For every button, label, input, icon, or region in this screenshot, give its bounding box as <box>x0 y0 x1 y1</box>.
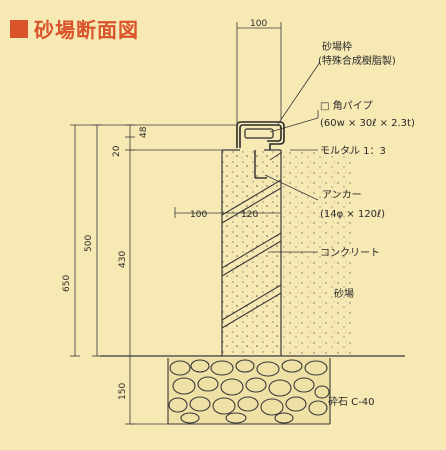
label-sand: 砂場 <box>334 287 354 300</box>
dim-48: 48 <box>139 126 149 138</box>
dim-h120: 120 <box>241 210 258 220</box>
anchor <box>254 150 267 179</box>
label-mortar: モルタル 1：3 <box>320 145 386 157</box>
dim-650: 650 <box>62 275 72 292</box>
dim-500: 500 <box>84 235 94 252</box>
label-pipe-spec: (60w × 30ℓ × 2.3t) <box>320 118 415 129</box>
label-pipe: □ 角パイプ <box>320 100 373 112</box>
label-frame-note: (特殊合成樹脂製) <box>318 54 396 67</box>
label-gravel: 砕石 C-40 <box>328 396 375 408</box>
square-pipe <box>244 128 274 139</box>
leader-lines <box>264 61 321 253</box>
dim-150: 150 <box>118 383 128 400</box>
dim-430: 430 <box>118 251 128 268</box>
dimension-lines <box>70 22 282 425</box>
gravel-base <box>167 358 331 425</box>
dim-top-width: 100 <box>250 19 267 29</box>
dim-h100: 100 <box>190 210 207 220</box>
label-frame: 砂場枠 <box>322 40 352 53</box>
title-square-icon <box>10 19 28 38</box>
label-concrete: コンクリート <box>320 247 380 259</box>
dim-20: 20 <box>112 145 122 157</box>
concrete-body <box>222 150 281 356</box>
page-title: 砂場断面図 <box>34 18 139 42</box>
concrete-footing <box>221 149 282 356</box>
sand-frame <box>236 121 285 150</box>
title-block: 砂場断面図 <box>10 14 139 43</box>
sand-area <box>281 150 351 356</box>
label-anchor: アンカー <box>322 189 362 201</box>
concrete-hatching <box>221 179 282 329</box>
label-anchor-spec: (14φ × 120ℓ) <box>320 209 385 220</box>
